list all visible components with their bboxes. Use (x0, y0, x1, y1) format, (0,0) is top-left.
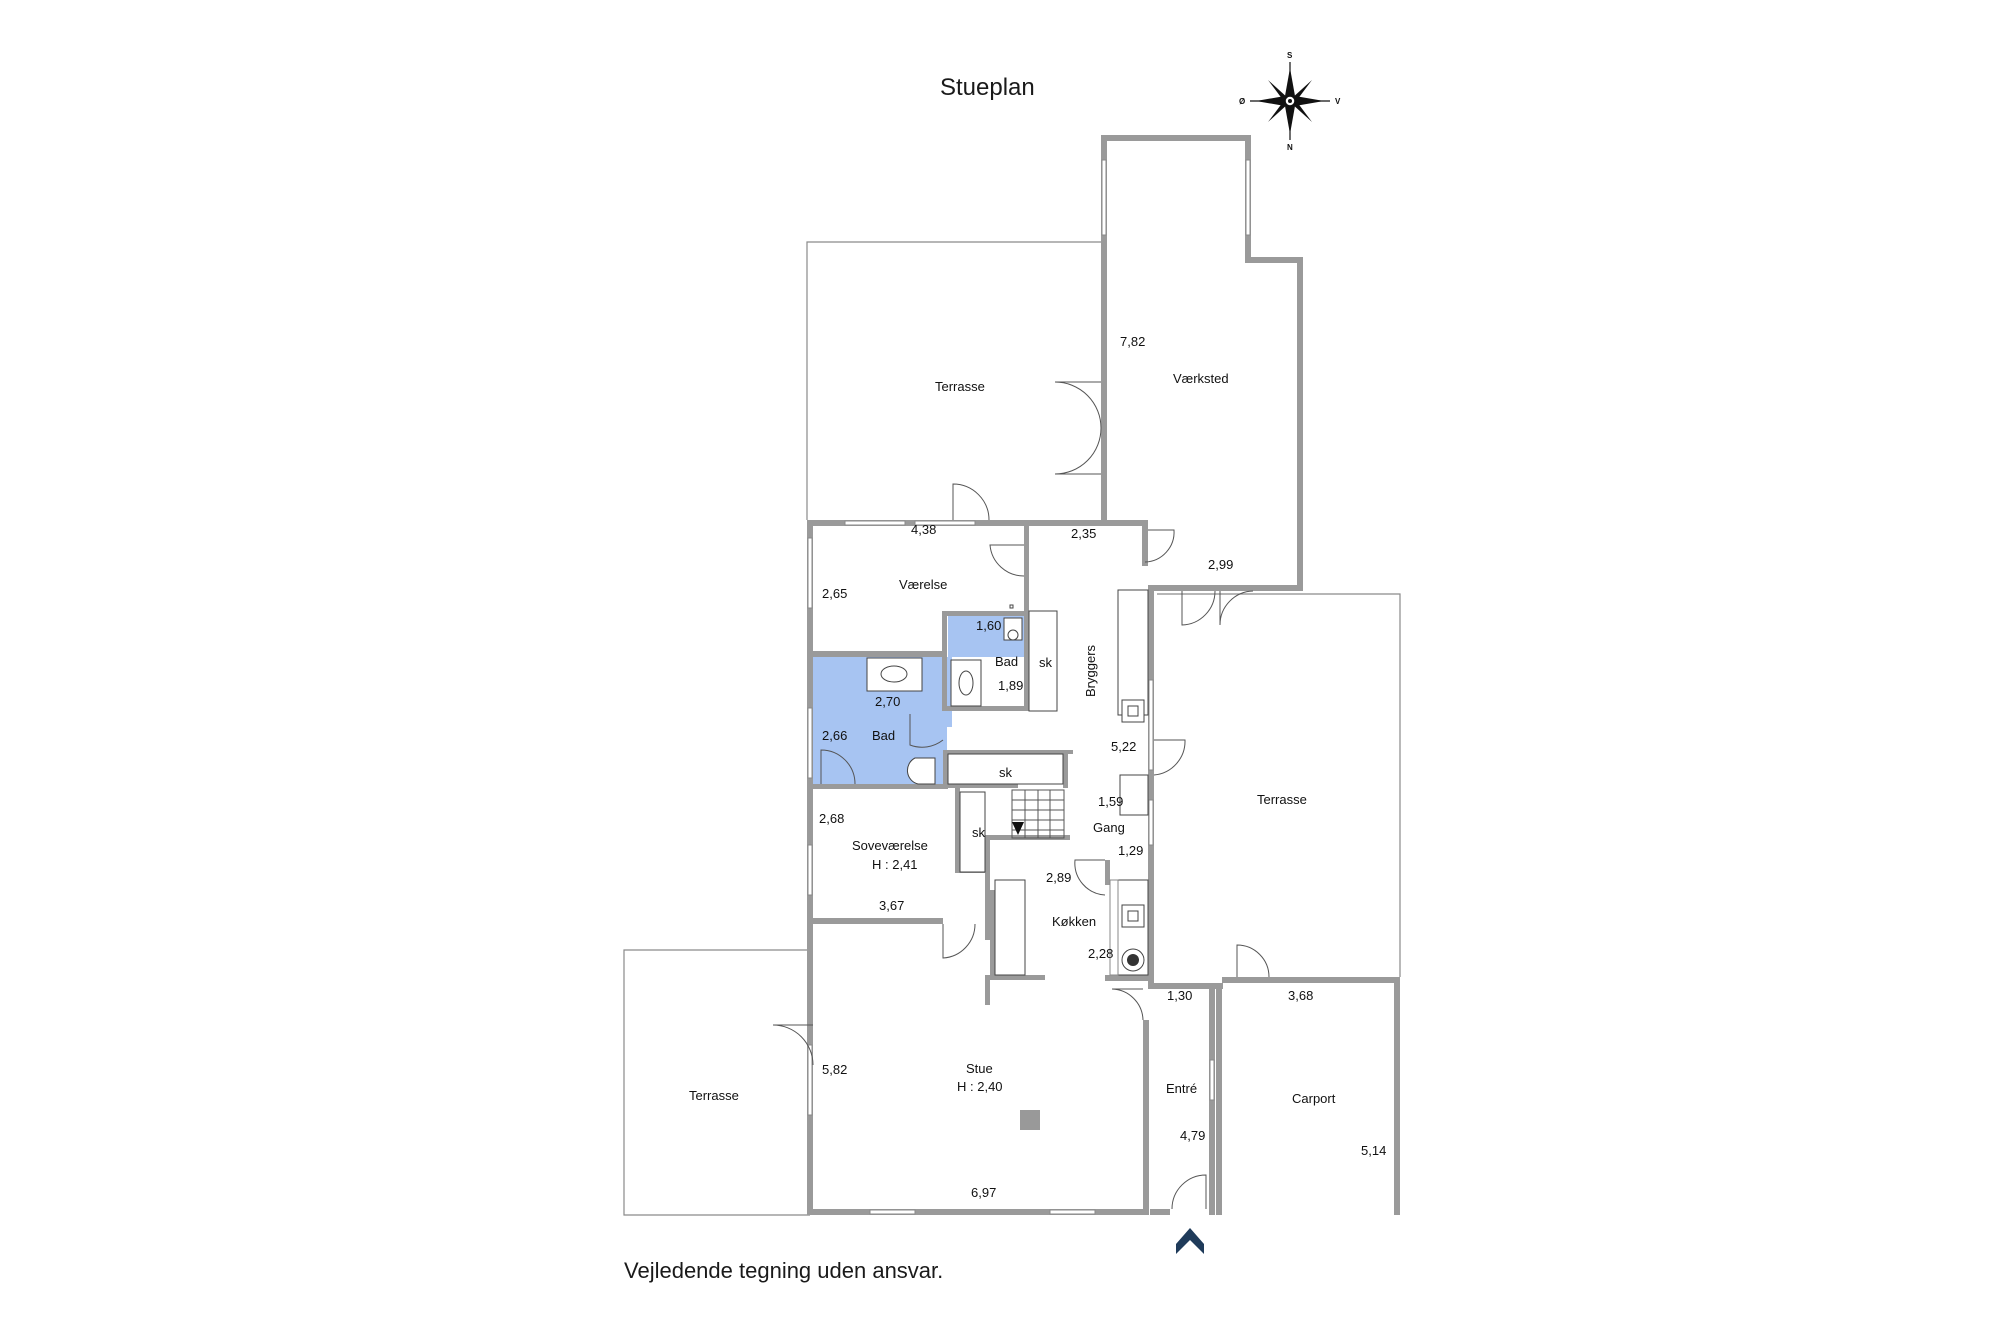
dim-vaerelse-width: 4,38 (911, 522, 936, 537)
label-sk-bedroom: sk (972, 825, 986, 840)
dim-vaerelse-depth: 2,65 (822, 586, 847, 601)
dim-stue-width: 6,97 (971, 1185, 996, 1200)
label-entre: Entré (1166, 1081, 1197, 1096)
label-koekken: Køkken (1052, 914, 1096, 929)
dim-koekken-length: 2,89 (1046, 870, 1071, 885)
dim-sovevaerelse-width: 3,67 (879, 898, 904, 913)
compass-icon: S N Ø V (1239, 51, 1341, 152)
dim-vaerksted-length: 7,82 (1120, 334, 1145, 349)
label-sk-bad: sk (1039, 655, 1053, 670)
dim-vaerksted-width: 2,99 (1208, 557, 1233, 572)
dim-gang-depth: 1,29 (1118, 843, 1143, 858)
entrance-arrow-icon (1176, 1228, 1204, 1254)
dim-bad-large-depth: 2,66 (822, 728, 847, 743)
label-vaerksted: Værksted (1173, 371, 1229, 386)
dim-gang-width: 1,59 (1098, 794, 1123, 809)
dim-carport-width: 3,68 (1288, 988, 1313, 1003)
dim-bad-large-width: 2,70 (875, 694, 900, 709)
label-gang: Gang (1093, 820, 1125, 835)
dim-bryggers-length: 5,22 (1111, 739, 1136, 754)
terrace-outlines (623, 241, 1401, 1216)
label-terrasse-left: Terrasse (689, 1088, 739, 1103)
dim-bad-small-depth: 1,89 (998, 678, 1023, 693)
label-terrasse-right: Terrasse (1257, 792, 1307, 807)
dimension-labels: 7,82 4,38 2,35 2,99 2,65 1,60 1,89 2,70 … (819, 334, 1386, 1200)
compass-west: V (1335, 97, 1341, 106)
compass-north: N (1287, 143, 1293, 152)
dim-entre-width: 1,30 (1167, 988, 1192, 1003)
label-sk-hall: sk (999, 765, 1013, 780)
windows (807, 159, 1251, 1215)
dim-bryggers-width: 2,35 (1071, 526, 1096, 541)
doors (772, 381, 1270, 1210)
page-title: Stueplan (940, 74, 1035, 101)
label-terrasse-top: Terrasse (935, 379, 985, 394)
dim-entre-length: 4,79 (1180, 1128, 1205, 1143)
label-stue-height: H : 2,40 (957, 1079, 1003, 1094)
dim-stue-depth: 5,82 (822, 1062, 847, 1077)
compass-south: S (1287, 51, 1293, 60)
label-sovevaerelse-height: H : 2,41 (872, 857, 918, 872)
fixtures (866, 589, 1149, 1130)
label-stue: Stue (966, 1061, 993, 1076)
label-sovevaerelse: Soveværelse (852, 838, 928, 853)
label-bad-large: Bad (872, 728, 895, 743)
label-bad-small: Bad (995, 654, 1018, 669)
label-bryggers: Bryggers (1083, 644, 1098, 697)
compass-east: Ø (1239, 97, 1245, 106)
dim-koekken-width: 2,28 (1088, 946, 1113, 961)
label-carport: Carport (1292, 1091, 1336, 1106)
disclaimer-text: Vejledende tegning uden ansvar. (624, 1258, 944, 1283)
dim-sovevaerelse-depth: 2,68 (819, 811, 844, 826)
dim-bad-small-width: 1,60 (976, 618, 1001, 633)
label-vaerelse: Værelse (899, 577, 947, 592)
room-labels: Terrasse Værksted Værelse Bad Bad sk sk … (689, 371, 1336, 1106)
dim-carport-length: 5,14 (1361, 1143, 1386, 1158)
